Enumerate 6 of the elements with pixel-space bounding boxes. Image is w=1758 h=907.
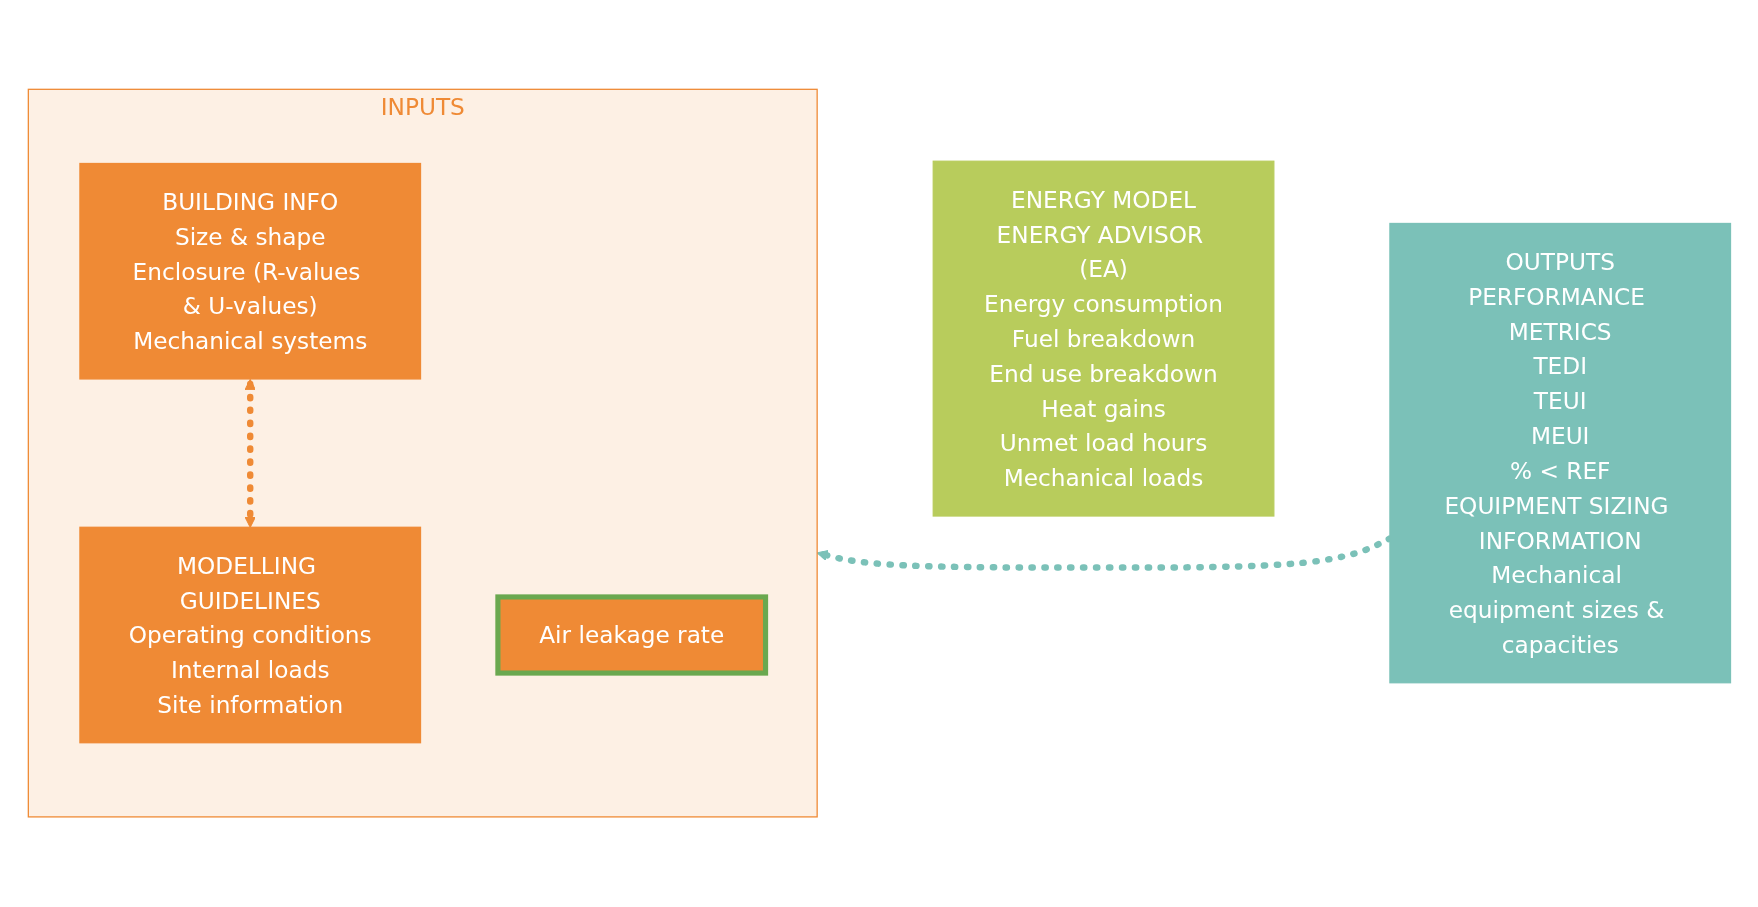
node-box: BUILDING INFO Size & shape Enclosure (R-values & U-values) Mechanical systems [78,163,421,380]
node-box: Air leakage rate [494,594,768,677]
node-box: OUTPUTS PERFORMANCE METRICS TEDI TEUI MEUI % < REF EQUIPMENT SIZING INFORMATION Mechanical equipment sizes & capacities [1388,223,1731,684]
arrow [244,379,256,529]
node-box: ENERGY MODEL ENERGY ADVISOR (EA) Energy consumption Fuel breakdown End use breakdown Heat gains Unmet load hours Mechanical loads [932,161,1275,518]
node-box: MODELLING GUIDELINES Operating conditions Internal loads Site information [78,527,421,744]
